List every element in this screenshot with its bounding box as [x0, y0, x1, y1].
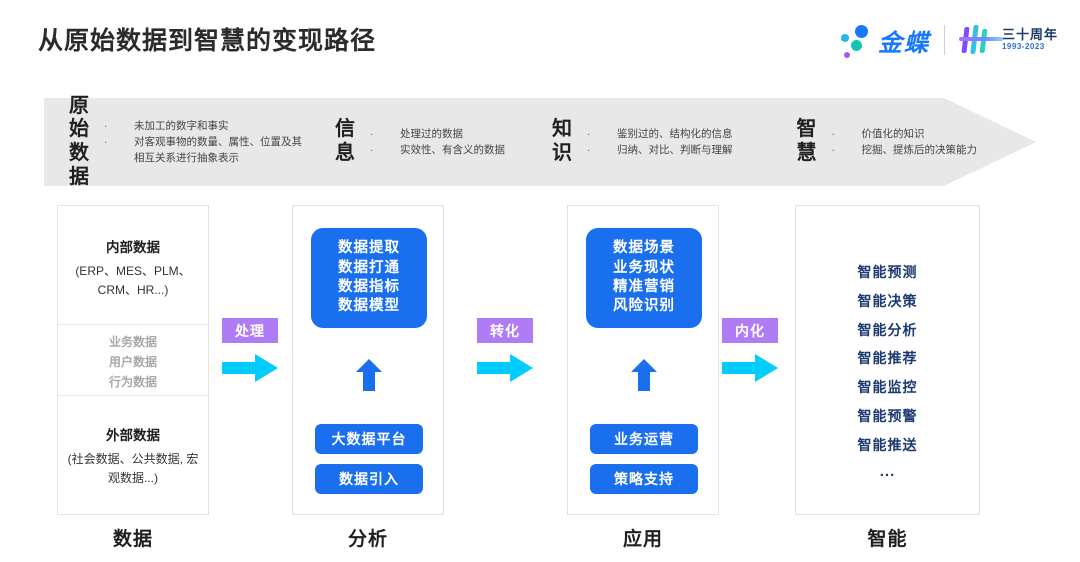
operations-pill: 业务运营	[590, 424, 698, 454]
data-types-section: 业务数据 用户数据 行为数据	[58, 324, 208, 396]
connector-process: 处理	[222, 318, 278, 388]
scenario-item: 风险识别	[613, 298, 675, 315]
capability-item: 数据打通	[338, 259, 400, 276]
right-arrow-icon	[222, 354, 278, 382]
bullet-text: 实效性、有含义的数据	[399, 144, 505, 156]
capability-item: 数据模型	[338, 298, 400, 315]
logo-divider	[943, 25, 945, 55]
anniversary-mark-icon	[957, 24, 1003, 56]
scenario-item: 业务现状	[613, 259, 675, 276]
up-arrow-icon	[631, 359, 657, 391]
column-card-intelligence: 智能预测 智能决策 智能分析 智能推荐 智能监控 智能预警 智能推送 ...	[795, 205, 980, 515]
bullet-text: 对客观事物的数量、属性、位置及其相互关系进行抽象表示	[134, 135, 302, 165]
scenario-item: 精准营销	[613, 279, 675, 295]
intelligence-item: 智能决策	[857, 292, 918, 309]
right-arrow-icon	[477, 354, 533, 382]
intelligence-item: 智能监控	[857, 379, 918, 396]
data-type-item: 业务数据	[108, 335, 157, 349]
column-label-analysis: 分析	[347, 529, 388, 550]
capability-item: 数据提取	[338, 240, 400, 257]
bullet-text: 鉴别过的、结构化的信息	[617, 127, 733, 140]
internal-data-heading: 内部数据	[106, 240, 160, 255]
up-arrow-icon	[356, 359, 382, 391]
analysis-capabilities-box: 数据提取 数据打通 数据指标 数据模型	[311, 228, 427, 328]
bullet-text: 挖掘、提炼后的决策能力	[861, 144, 978, 156]
intelligence-item-more: ...	[879, 462, 896, 480]
connector-label: 转化	[477, 318, 533, 343]
connector-internalize: 内化	[722, 318, 778, 388]
column-label-data: 数据	[112, 529, 153, 550]
connector-label: 内化	[722, 318, 778, 343]
stage-name: 智 慧	[796, 118, 817, 164]
application-scenarios-box: 数据场景 业务现状 精准营销 风险识别	[586, 228, 702, 328]
kingdee-dots-icon	[840, 23, 874, 58]
maturity-banner-arrow	[44, 98, 1036, 186]
internal-data-section: 内部数据 (ERP、MES、PLM、CRM、HR...)	[58, 206, 208, 324]
banner-stage-raw-data: 原始 数据 ·未加工的数字和事实 ·对客观事物的数量、属性、位置及其相互关系进行…	[44, 94, 332, 188]
intelligence-item: 智能推送	[857, 436, 918, 453]
banner-stage-knowledge: 知 识 ·鉴别过的、结构化的信息 ·归纳、对比、判断与理解	[549, 98, 793, 186]
internal-data-sub: (ERP、MES、PLM、CRM、HR...)	[75, 264, 191, 297]
column-card-analysis: 数据提取 数据打通 数据指标 数据模型 大数据平台 数据引入	[292, 205, 444, 515]
bullet-text: 价值化的知识	[861, 127, 925, 140]
intelligence-item: 智能预警	[857, 408, 918, 425]
column-label-application: 应用	[622, 529, 663, 550]
right-arrow-icon	[722, 354, 778, 382]
bullet-text: 未加工的数字和事实	[134, 119, 229, 132]
stage-bullets: ·鉴别过的、结构化的信息 ·归纳、对比、判断与理解	[587, 126, 733, 159]
external-data-heading: 外部数据	[106, 428, 160, 443]
intelligence-item: 智能推荐	[857, 350, 918, 367]
stage-bullets: ·处理过的数据 ·实效性、有含义的数据	[370, 126, 505, 159]
stage-name: 信 息	[334, 118, 355, 164]
platform-pill: 大数据平台	[315, 424, 423, 454]
banner-stage-wisdom: 智 慧 ·价值化的知识 ·挖掘、提炼后的决策能力	[794, 98, 1037, 186]
stage-name: 知 识	[552, 118, 573, 164]
connector-transform: 转化	[477, 318, 533, 388]
data-type-item: 行为数据	[108, 374, 157, 389]
stage-bullets: ·未加工的数字和事实 ·对客观事物的数量、属性、位置及其相互关系进行抽象表示	[104, 118, 309, 167]
page-title: 从原始数据到智慧的变现路径	[38, 27, 377, 55]
capability-item: 数据指标	[338, 279, 400, 295]
bullet-text: 处理过的数据	[399, 127, 463, 140]
intelligence-item: 智能分析	[857, 321, 918, 338]
anniversary-years: 1993-2023	[1001, 42, 1045, 52]
banner-stages: 原始 数据 ·未加工的数字和事实 ·对客观事物的数量、属性、位置及其相互关系进行…	[44, 94, 1037, 188]
ingestion-pill: 数据引入	[315, 464, 423, 494]
data-type-item: 用户数据	[108, 354, 157, 369]
stage-name: 原始 数据	[69, 94, 89, 188]
column-card-application: 数据场景 业务现状 精准营销 风险识别 业务运营 策略支持	[567, 205, 719, 515]
bullet-text: 归纳、对比、判断与理解	[617, 144, 733, 156]
external-data-sub: (社会数据、公共数据, 宏观数据...)	[67, 452, 199, 485]
anniversary-badge: 三十周年 1993-2023	[957, 24, 1058, 56]
anniversary-title: 三十周年	[1001, 27, 1058, 43]
external-data-section: 外部数据 (社会数据、公共数据, 宏观数据...)	[58, 396, 208, 487]
column-card-data: 内部数据 (ERP、MES、PLM、CRM、HR...) 业务数据 用户数据 行…	[57, 205, 209, 515]
connector-label: 处理	[222, 318, 278, 343]
brand-name: 金蝶	[877, 29, 930, 57]
scenario-item: 数据场景	[613, 240, 675, 257]
column-label-intelligence: 智能	[867, 529, 908, 550]
intelligence-capability-list: 智能预测 智能决策 智能分析 智能推荐 智能监控 智能预警 智能推送 ...	[796, 206, 979, 484]
stage-bullets: ·价值化的知识 ·挖掘、提炼后的决策能力	[832, 126, 978, 159]
strategy-pill: 策略支持	[590, 464, 698, 494]
banner-stage-information: 信 息 ·处理过的数据 ·实效性、有含义的数据	[332, 98, 549, 186]
brand-logo: 金蝶 三十周年 1993-2023	[840, 18, 1058, 62]
intelligence-item: 智能预测	[857, 264, 918, 280]
page-header: 从原始数据到智慧的变现路径 金蝶 三十周年 1993-2023	[0, 0, 1080, 80]
